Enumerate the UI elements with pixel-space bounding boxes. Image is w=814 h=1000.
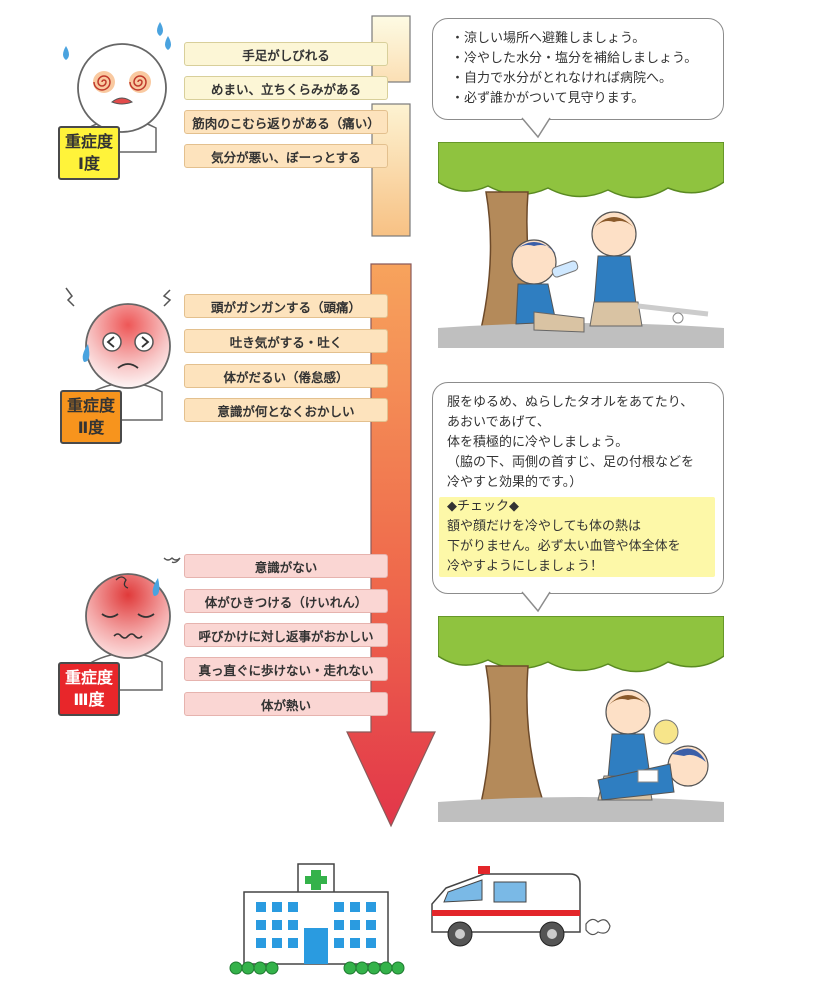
symptom-item: 体が熱い (184, 692, 388, 716)
symptom-item: 吐き気がする・吐く (184, 329, 388, 353)
advice-bubble-1: ・涼しい場所へ避難しましょう。 ・冷やした水分・塩分を補給しましょう。 ・自力で… (432, 18, 724, 120)
severity-badge-2: 重症度 Ⅱ度 (60, 390, 122, 444)
symptom-item: 意識が何となくおかしい (184, 398, 388, 422)
severity-arrow (346, 263, 436, 828)
bubble-tail (521, 591, 551, 613)
symptom-item: 意識がない (184, 554, 388, 578)
distressed-face-icon (65, 287, 172, 421)
symptom-item: 真っ直ぐに歩けない・走れない (184, 657, 388, 681)
severity-badge-3: 重症度 Ⅲ度 (58, 662, 120, 716)
symptom-item: 呼びかけに対し返事がおかしい (184, 623, 388, 647)
boy-lying-icon (597, 745, 709, 801)
symptom-item: めまい、立ちくらみがある (184, 76, 388, 100)
ambulance-icon (431, 866, 611, 947)
bubble-tail (521, 117, 551, 139)
check-note: ◆チェック◆ 額や顔だけを冷やしても体の熱は 下がりません。必ず太い血管や体全体… (439, 497, 715, 577)
scene-rest-under-tree (438, 142, 724, 348)
symptom-item: 頭がガンガンする（頭痛） (184, 294, 388, 318)
scene-cooling-body (438, 616, 724, 822)
severity-badge-1: 重症度 Ⅰ度 (58, 126, 120, 180)
symptom-item: 体がだるい（倦怠感） (184, 364, 388, 388)
symptom-item: 手足がしびれる (184, 42, 388, 66)
symptom-item: 体がひきつける（けいれん） (184, 589, 388, 613)
boy-drinking-icon (511, 239, 585, 333)
symptom-item: 気分が悪い、ぼーっとする (184, 144, 388, 168)
advice-bubble-2: 服をゆるめ、ぬらしたタオルをあてたり、 あおいであげて、 体を積極的に冷やしまし… (432, 382, 724, 594)
symptom-item: 筋肉のこむら返りがある（痛い） (184, 110, 388, 134)
boy-helping-icon (589, 211, 709, 327)
hospital-icon (229, 863, 405, 975)
